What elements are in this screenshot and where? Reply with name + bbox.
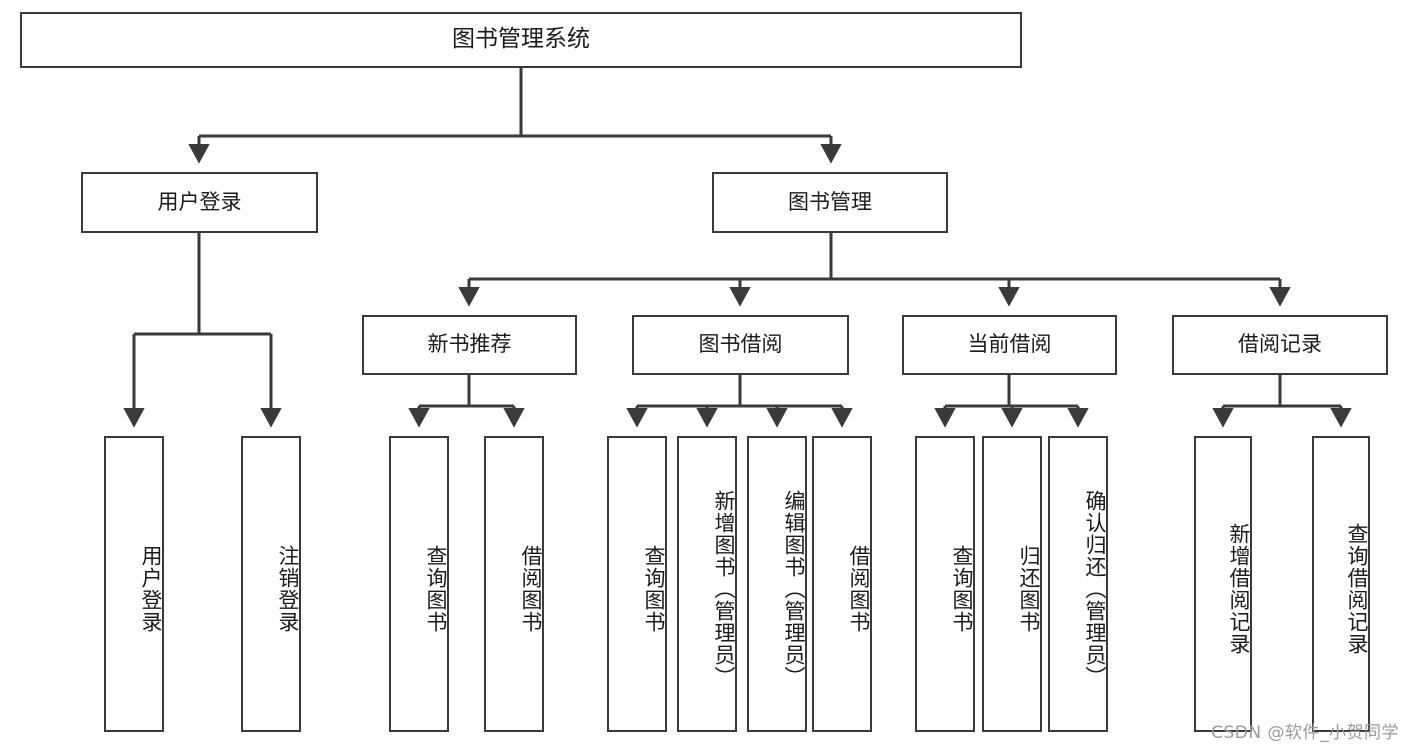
leaf-borrow-query-book[interactable]: 查询图书 <box>607 436 667 732</box>
leaf-borrow-add-book-admin[interactable]: 新增图书（管理员） <box>677 436 737 732</box>
leaf-current-return-book[interactable]: 归还图书 <box>982 436 1042 732</box>
node-borrow-record[interactable]: 借阅记录 <box>1172 315 1388 375</box>
leaf-user-login-signin[interactable]: 用户登录 <box>104 436 164 732</box>
leaf-current-query-book[interactable]: 查询图书 <box>915 436 975 732</box>
node-root-system[interactable]: 图书管理系统 <box>20 12 1022 68</box>
leaf-record-add-record[interactable]: 新增借阅记录 <box>1194 436 1252 732</box>
leaf-new-book-borrow[interactable]: 借阅图书 <box>484 436 544 732</box>
csdn-watermark: CSDN @软件_小贺同学 <box>1211 723 1399 743</box>
node-user-login[interactable]: 用户登录 <box>81 172 318 233</box>
leaf-record-query-record[interactable]: 查询借阅记录 <box>1312 436 1370 732</box>
leaf-current-confirm-return-admin[interactable]: 确认归还（管理员） <box>1048 436 1108 732</box>
leaf-new-book-query[interactable]: 查询图书 <box>389 436 449 732</box>
node-book-borrow[interactable]: 图书借阅 <box>632 315 849 375</box>
leaf-user-login-signout[interactable]: 注销登录 <box>241 436 301 732</box>
leaf-borrow-edit-book-admin[interactable]: 编辑图书（管理员） <box>747 436 807 732</box>
node-book-management[interactable]: 图书管理 <box>712 172 948 233</box>
node-current-borrow[interactable]: 当前借阅 <box>902 315 1117 375</box>
node-new-book-recommend[interactable]: 新书推荐 <box>362 315 577 375</box>
leaf-borrow-borrow-book[interactable]: 借阅图书 <box>812 436 872 732</box>
